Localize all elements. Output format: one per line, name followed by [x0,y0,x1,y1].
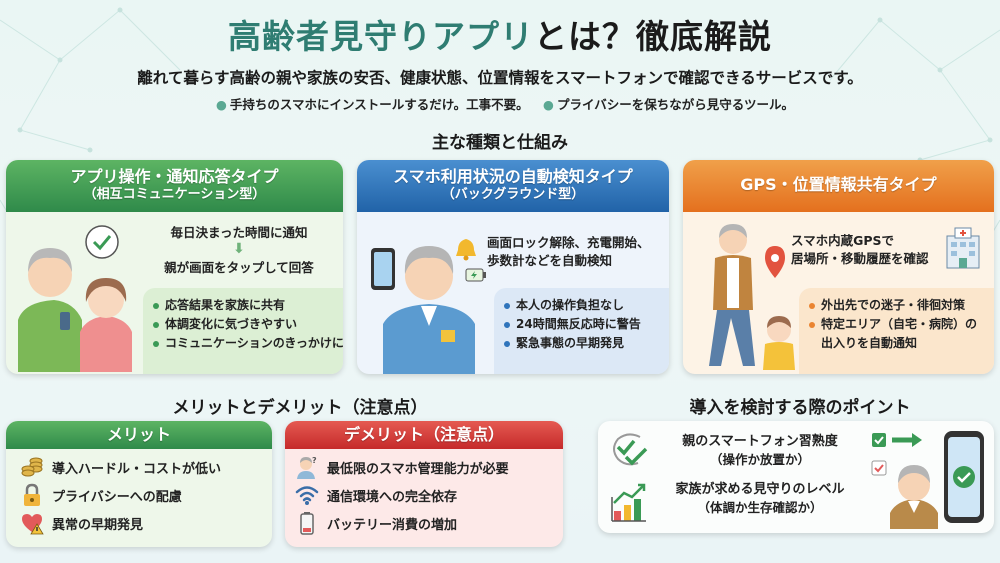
gps-description: スマホ内蔵GPSで 居場所・移動履歴を確認 [791,233,929,266]
walking-elder-with-child-illustration [709,224,795,370]
card-header: アプリ操作・通知応答タイプ （相互コミュニケーション型） [6,160,343,212]
point-2: プライバシーを保ちながら見守るツール。 [556,97,794,112]
demerit-item: バッテリー消費の増加 [295,509,563,537]
merits-list: 導入ハードル・コストが低い プライバシーへの配慮 異常の早期発見 [6,449,272,537]
confused-elder-icon: ? [295,455,319,479]
title-accent: 高齢者見守りアプリ [228,17,534,56]
double-check-icon [613,433,648,466]
wifi-icon [295,483,319,507]
svg-text:?: ? [312,456,317,465]
elderly-man-phone-illustration [371,246,475,374]
bullet-icon [504,340,510,347]
title-rest: とは？徹底解説 [534,17,772,56]
card-title: スマホ利用状況の自動検知タイプ [393,167,633,186]
hospital-icon [946,227,980,269]
card-title: アプリ操作・通知応答タイプ [70,167,279,186]
consideration-item: 親のスマートフォン習熟度 （操作か放置か） [682,434,838,467]
down-arrow-icon: ⬇ [233,241,245,257]
card-gps-type: GPS・位置情報共有タイプ スマホ内蔵GPSで 居場所・移動履歴を確認 [683,160,994,374]
feature-item: 出入りを自動通知 [821,336,918,350]
flow-step-2: 親が画面をタップして回答 [164,260,314,275]
growth-chart-icon [611,483,646,522]
page-title: 高齢者見守りアプリとは？徹底解説 [0,10,1000,58]
feature-item: 特定エリア（自宅・病院）の [809,315,986,334]
battery-charging-icon [465,268,486,282]
feature-item: 体調変化に気づきやすい [153,315,335,334]
notification-flow: 毎日決まった時間に通知 ⬇ 親が画面をタップして回答 [144,222,334,276]
card-header: GPS・位置情報共有タイプ [683,160,994,212]
considerations-heading: 導入を検討する際のポイント [689,398,911,418]
merits-header: メリット [6,421,272,449]
bullet-icon [504,321,510,328]
bullet-icon: ● [543,97,554,112]
elderly-couple-illustration [18,225,132,372]
bullet-icon: ● [216,97,227,112]
key-points: ●手持ちのスマホにインストールするだけ。工事不要。 ●プライバシーを保ちながら見… [0,94,1000,113]
bullet-icon [504,302,510,309]
demerits-card: デメリット（注意点） ? 最低限のスマホ管理能力が必要 通信環境への完全依存 バ… [285,421,563,547]
demerit-item: ? 最低限のスマホ管理能力が必要 [295,453,563,481]
types-section-heading: 主な種類と仕組み [432,133,568,153]
merits-card: メリット 導入ハードル・コストが低い プライバシーへの配慮 異常の早期発見 [6,421,272,547]
bullet-icon [153,340,159,347]
considerations-card: 親のスマートフォン習熟度 （操作か放置か） 家族が求める見守りのレベル （体調か… [598,421,994,533]
card-subtitle: （バックグラウンド型） [441,187,585,202]
padlock-icon [20,483,44,507]
feature-item: 本人の操作負担なし [504,296,661,315]
demerits-list: ? 最低限のスマホ管理能力が必要 通信環境への完全依存 バッテリー消費の増加 [285,449,563,537]
battery-low-icon [295,511,319,535]
lead-text: 離れて暮らす高齢の親や家族の安否、健康状態、位置情報をスマートフォンで確認できる… [137,69,863,87]
merit-item: プライバシーへの配慮 [20,481,272,509]
bullet-icon [153,321,159,328]
bullet-icon [809,321,815,328]
pros-cons-heading: メリットとデメリット（注意点） [172,398,428,418]
heart-warning-icon [20,511,44,535]
feature-item: 24時間無反応時に警告 [504,315,661,334]
feature-item: 応答結果を家族に共有 [153,296,335,315]
card-header: スマホ利用状況の自動検知タイプ （バックグラウンド型） [357,160,669,212]
detection-description: 画面ロック解除、充電開始、 歩数計などを自動検知 [487,235,650,268]
bullet-icon [809,302,815,309]
merit-item: 異常の早期発見 [20,509,272,537]
bullet-icon [153,302,159,309]
feature-item: 外出先での迷子・徘徊対策 [809,296,986,315]
demerit-item: 通信環境への完全依存 [295,481,563,509]
feature-item: 緊急事態の早期発見 [504,334,661,353]
card-subtitle: （相互コミュニケーション型） [83,187,266,202]
consideration-item: 家族が求める見守りのレベル （体調か生存確認か） [675,482,845,515]
demerits-header: デメリット（注意点） [285,421,563,449]
elder-checklist-phone-illustration [871,431,984,529]
coins-icon [20,455,44,479]
card-title: GPS・位置情報共有タイプ [740,175,937,194]
card-auto-detection-type: スマホ利用状況の自動検知タイプ （バックグラウンド型） 画面ロック解除、充電開始… [357,160,669,374]
card-notification-type: アプリ操作・通知応答タイプ （相互コミュニケーション型） 毎日決まった時間に通知… [6,160,343,374]
feature-list: 応答結果を家族に共有 体調変化に気づきやすい コミュニケーションのきっかけに [143,288,343,374]
point-1: 手持ちのスマホにインストールするだけ。工事不要。 [229,97,529,112]
feature-list: 外出先での迷子・徘徊対策 特定エリア（自宅・病院）の 出入りを自動通知 [799,288,994,374]
bell-icon [456,239,476,261]
feature-list: 本人の操作負担なし 24時間無反応時に警告 緊急事態の早期発見 [494,288,669,374]
feature-item: コミュニケーションのきっかけに [153,334,343,353]
merit-item: 導入ハードル・コストが低い [20,453,272,481]
flow-step-1: 毎日決まった時間に通知 [170,225,308,240]
